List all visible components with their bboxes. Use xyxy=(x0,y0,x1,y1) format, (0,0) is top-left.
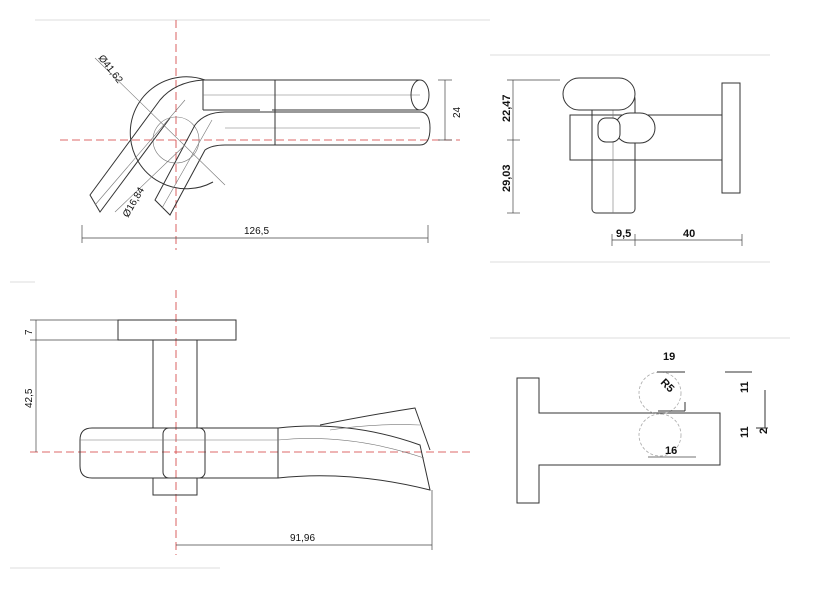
dim-height-upper: 11 xyxy=(739,381,751,393)
dim-total-length: 126,5 xyxy=(244,226,269,237)
dim-large-diameter: Ø41,62 xyxy=(96,53,125,86)
dim-lower: 29,03 xyxy=(501,164,513,192)
dim-length: 40 xyxy=(683,228,695,240)
dim-width: 19 xyxy=(663,351,675,363)
dim-upper: 22,47 xyxy=(501,94,513,122)
sheet-separators xyxy=(10,19,790,569)
section-view: 19 R5 16 11 11 2 xyxy=(516,351,770,504)
dim-stem: 42,5 xyxy=(24,388,35,408)
side-view: 22,47 29,03 9,5 40 xyxy=(501,77,743,246)
dim-radius: R5 xyxy=(658,377,676,395)
dim-front-length: 91,96 xyxy=(290,533,315,544)
front-view: 7 42,5 91,96 xyxy=(24,290,470,555)
dim-gap: 2 xyxy=(758,428,770,434)
dim-plate: 7 xyxy=(24,329,35,335)
dim-height-lower: 11 xyxy=(739,426,751,438)
dim-height: 24 xyxy=(452,106,463,118)
dim-inner: 16 xyxy=(665,445,677,457)
top-view: Ø41,62 Ø16,84 24 126,5 xyxy=(60,20,463,250)
dim-offset: 9,5 xyxy=(616,228,631,240)
